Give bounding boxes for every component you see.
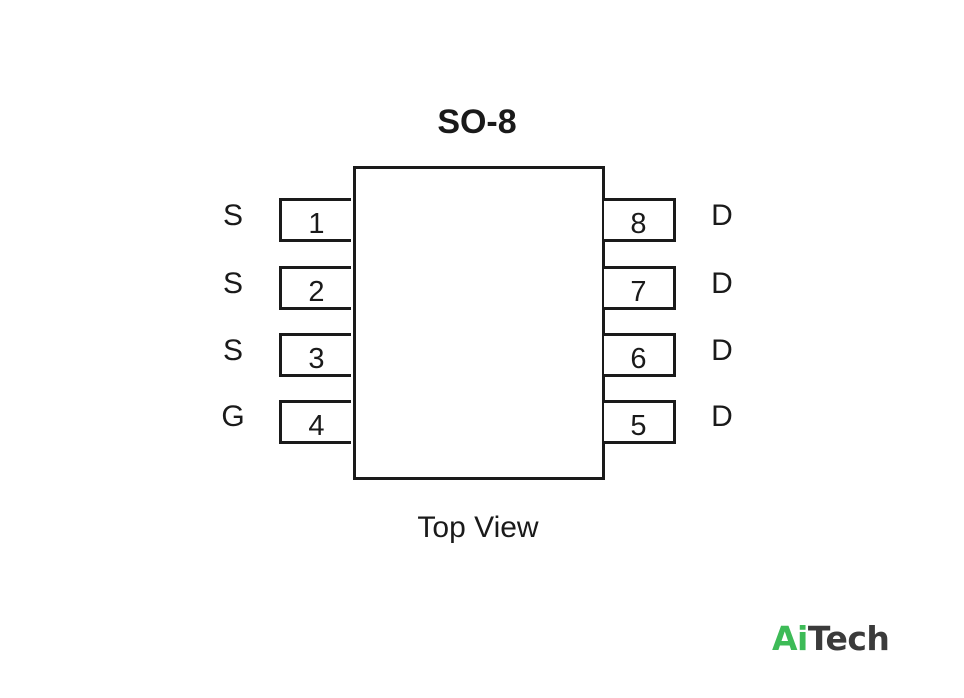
pin-number: 4 xyxy=(308,410,325,442)
package-title: SO-8 xyxy=(437,103,517,141)
pin-number: 3 xyxy=(308,343,325,375)
pin-4: 4 xyxy=(279,400,351,444)
logo-prefix: Ai xyxy=(772,619,808,658)
pin-number: 6 xyxy=(630,343,647,375)
pin-number: 7 xyxy=(630,276,647,308)
signal-label-pin-7: D xyxy=(711,267,733,300)
pin-8: 8 xyxy=(604,198,676,242)
package-body xyxy=(353,166,605,480)
signal-label-pin-6: D xyxy=(711,334,733,367)
aitech-logo: AiTech xyxy=(772,618,890,660)
pin-1: 1 xyxy=(279,198,351,242)
pin-number: 5 xyxy=(630,410,647,442)
pin-number: 1 xyxy=(308,208,325,240)
pin-number: 2 xyxy=(308,276,325,308)
signal-label-pin-1: S xyxy=(222,199,243,232)
signal-label-pin-4: G xyxy=(221,400,245,433)
signal-label-pin-2: S xyxy=(222,267,243,300)
signal-label-pin-8: D xyxy=(711,199,733,232)
pin-3: 3 xyxy=(279,333,351,377)
view-caption: Top View xyxy=(417,511,539,544)
logo-suffix: Tech xyxy=(807,619,890,658)
signal-label-pin-5: D xyxy=(711,400,733,433)
pin-7: 7 xyxy=(604,266,676,310)
signal-label-pin-3: S xyxy=(222,334,243,367)
pin-5: 5 xyxy=(604,400,676,444)
pin-6: 6 xyxy=(604,333,676,377)
pin-2: 2 xyxy=(279,266,351,310)
pin-number: 8 xyxy=(630,208,647,240)
